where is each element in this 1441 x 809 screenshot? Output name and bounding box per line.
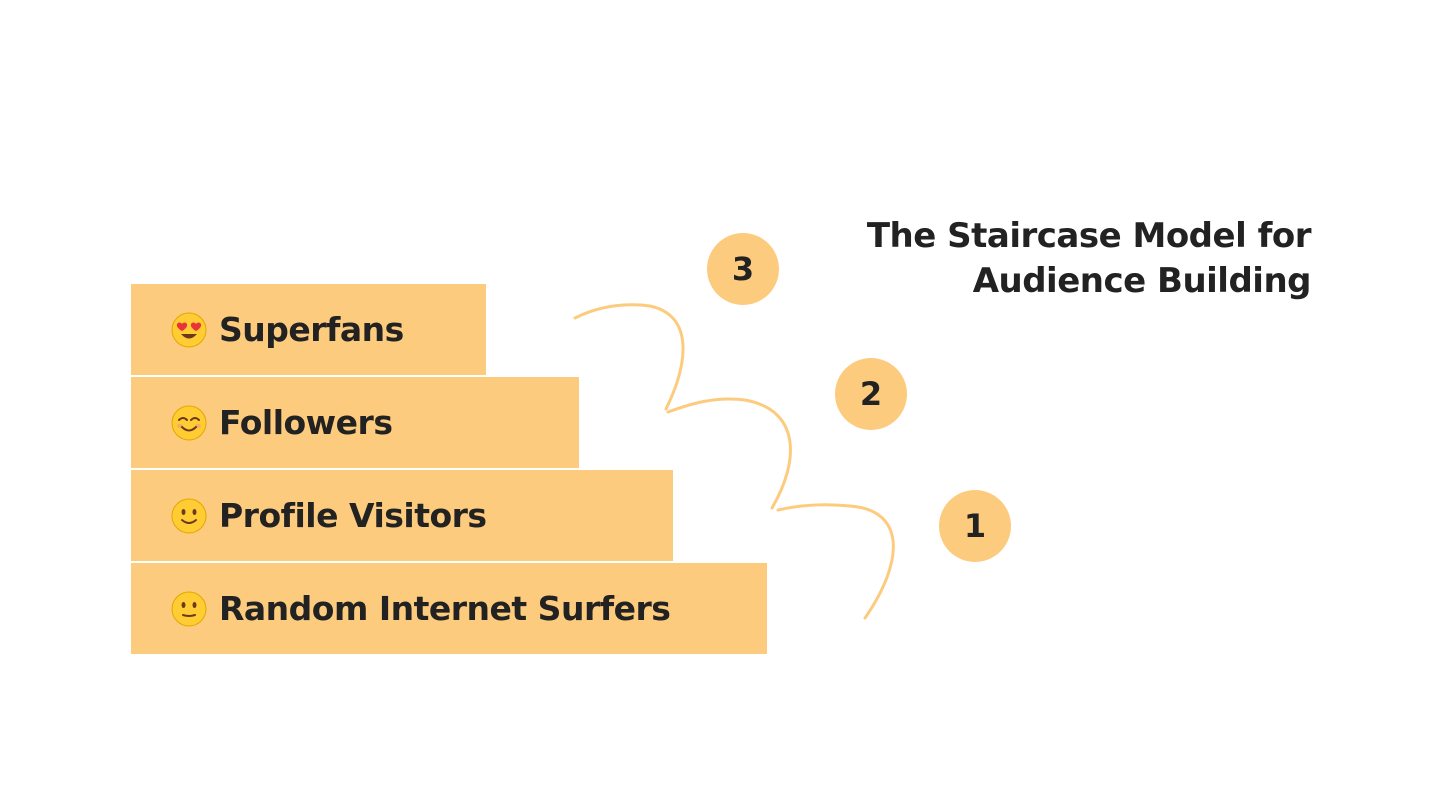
step-number-badge-2: 2	[835, 358, 907, 430]
step-label-profile-visitors: Profile Visitors	[219, 496, 487, 535]
heart-eyes-emoji-icon	[171, 312, 207, 347]
smiling-eyes-emoji-icon	[171, 405, 207, 440]
step-random-internet-surfers: Random Internet Surfers	[131, 563, 767, 654]
step-superfans: Superfans	[131, 284, 486, 375]
diagram-title: The Staircase Model for Audience Buildin…	[751, 214, 1312, 304]
step-number-badge-1: 1	[939, 490, 1011, 562]
step-followers: Followers	[131, 377, 579, 468]
neutral-face-emoji-icon	[171, 591, 207, 626]
diagram-title-line-1: The Staircase Model for	[866, 216, 1312, 256]
step-profile-visitors: Profile Visitors	[131, 470, 673, 561]
step-label-followers: Followers	[219, 403, 393, 442]
step-label-random-internet-surfers: Random Internet Surfers	[219, 589, 671, 628]
connector-curve-1	[776, 503, 895, 620]
connector-curve-3	[573, 303, 685, 411]
step-number-badge-3: 3	[707, 233, 779, 305]
diagram-title-line-2: Audience Building	[972, 261, 1312, 301]
slight-smile-emoji-icon	[171, 498, 207, 533]
step-label-superfans: Superfans	[219, 310, 404, 349]
connector-curve-2	[666, 397, 792, 510]
